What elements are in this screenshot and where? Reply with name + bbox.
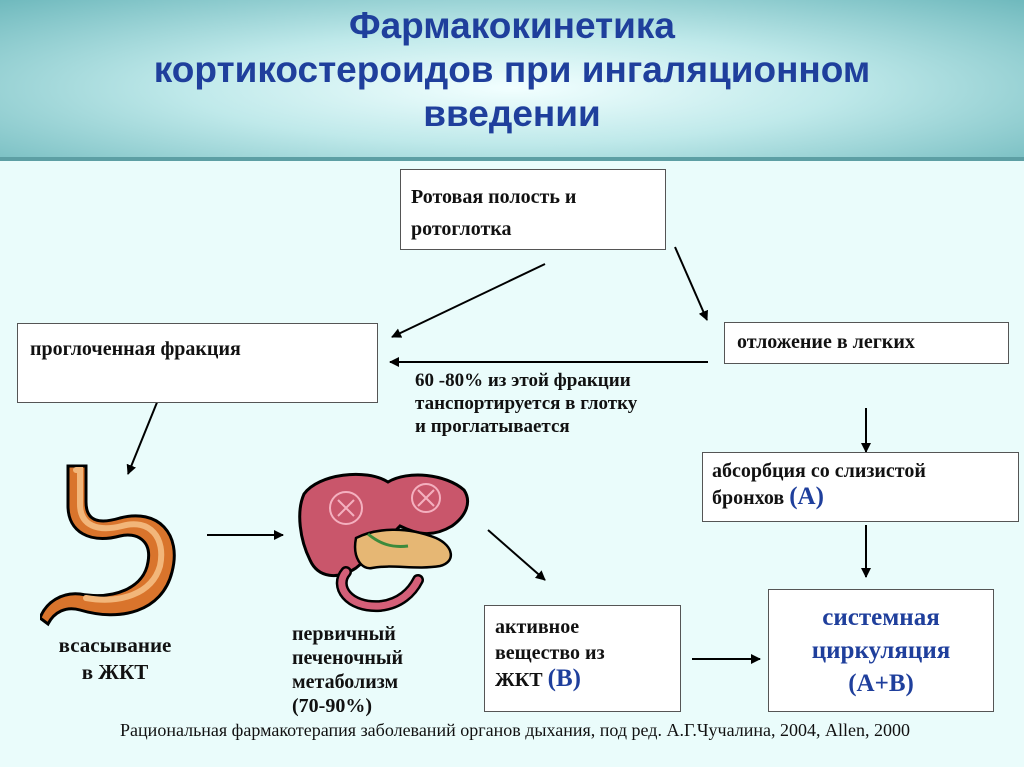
transport-note: 60 -80% из этой фракции танспортируется …	[415, 369, 637, 438]
active-marker-b: (B)	[547, 665, 581, 692]
page-title: Фармакокинетика кортикостероидов при инг…	[0, 4, 1024, 136]
lung-deposition-label: отложение в легких	[737, 331, 915, 353]
arrow-liver-to-active	[487, 529, 546, 581]
hepatic-line-1: первичный	[292, 623, 396, 645]
active-line-3: ЖКТ (B)	[495, 666, 605, 693]
arrow-oral-to-swallowed	[391, 263, 546, 338]
transport-note-line-3: и проглатывается	[415, 416, 570, 437]
swallowed-fraction-label: проглоченная фракция	[30, 338, 241, 360]
gi-line-2: в ЖКТ	[81, 660, 149, 684]
active-line-2: вещество из	[495, 642, 605, 664]
hepatic-line-3: метаболизм	[292, 671, 399, 693]
gi-absorption-label: всасывание в ЖКТ	[40, 632, 190, 686]
header-banner	[0, 0, 1024, 160]
transport-note-line-2: танспортируется в глотку	[415, 393, 638, 414]
liver-icon	[298, 472, 469, 613]
title-line-2: кортикостероидов при ингаляционном	[153, 49, 871, 90]
oral-cavity-label: Ротовая полость и ротоглотка	[411, 181, 576, 245]
absorption-line-1: абсорбция со слизистой	[712, 460, 926, 482]
bronchial-absorption-label: абсорбция со слизистой бронхов (A)	[712, 458, 926, 511]
systemic-circulation-box	[768, 589, 994, 712]
oral-cavity-line-2: ротоглотка	[411, 218, 512, 240]
systemic-line-1: системная	[822, 604, 940, 631]
transport-note-line-1: 60 -80% из этой фракции	[415, 370, 631, 391]
title-line-3: введении	[423, 93, 601, 134]
bronchial-absorption-box	[702, 452, 1019, 522]
swallowed-fraction-box	[17, 323, 378, 403]
arrow-oral-to-lungs	[674, 246, 708, 321]
systemic-line-2: циркуляция	[811, 637, 951, 664]
active-substance-label: активное вещество из ЖКТ (B)	[495, 614, 605, 693]
gi-line-1: всасывание	[58, 633, 172, 657]
footer-citation: Рациональная фармакотерапия заболеваний …	[120, 720, 910, 740]
stomach-icon	[40, 464, 176, 627]
active-line-1: активное	[495, 616, 580, 638]
active-substance-box	[484, 605, 681, 712]
hepatic-line-4: (70-90%)	[292, 695, 372, 717]
title-line-1: Фармакокинетика	[348, 5, 676, 46]
absorption-line-2-text: бронхов	[712, 487, 785, 509]
active-line-3-text: ЖКТ	[495, 669, 543, 691]
oral-cavity-line-1: Ротовая полость и	[411, 186, 577, 208]
absorption-marker-a: (A)	[789, 483, 824, 510]
hepatic-metabolism-label: первичный печеночный метаболизм (70-90%)	[292, 622, 403, 718]
header-divider	[0, 157, 1024, 161]
lung-deposition-box	[724, 322, 1009, 364]
systemic-circulation-label: системная циркуляция (A+B)	[768, 601, 994, 700]
absorption-line-2: бронхов (A)	[712, 484, 926, 511]
systemic-line-3: (A+B)	[848, 670, 914, 697]
hepatic-line-2: печеночный	[292, 647, 404, 669]
oral-cavity-box	[400, 169, 666, 250]
arrow-swallowed-to-gi	[126, 394, 161, 475]
